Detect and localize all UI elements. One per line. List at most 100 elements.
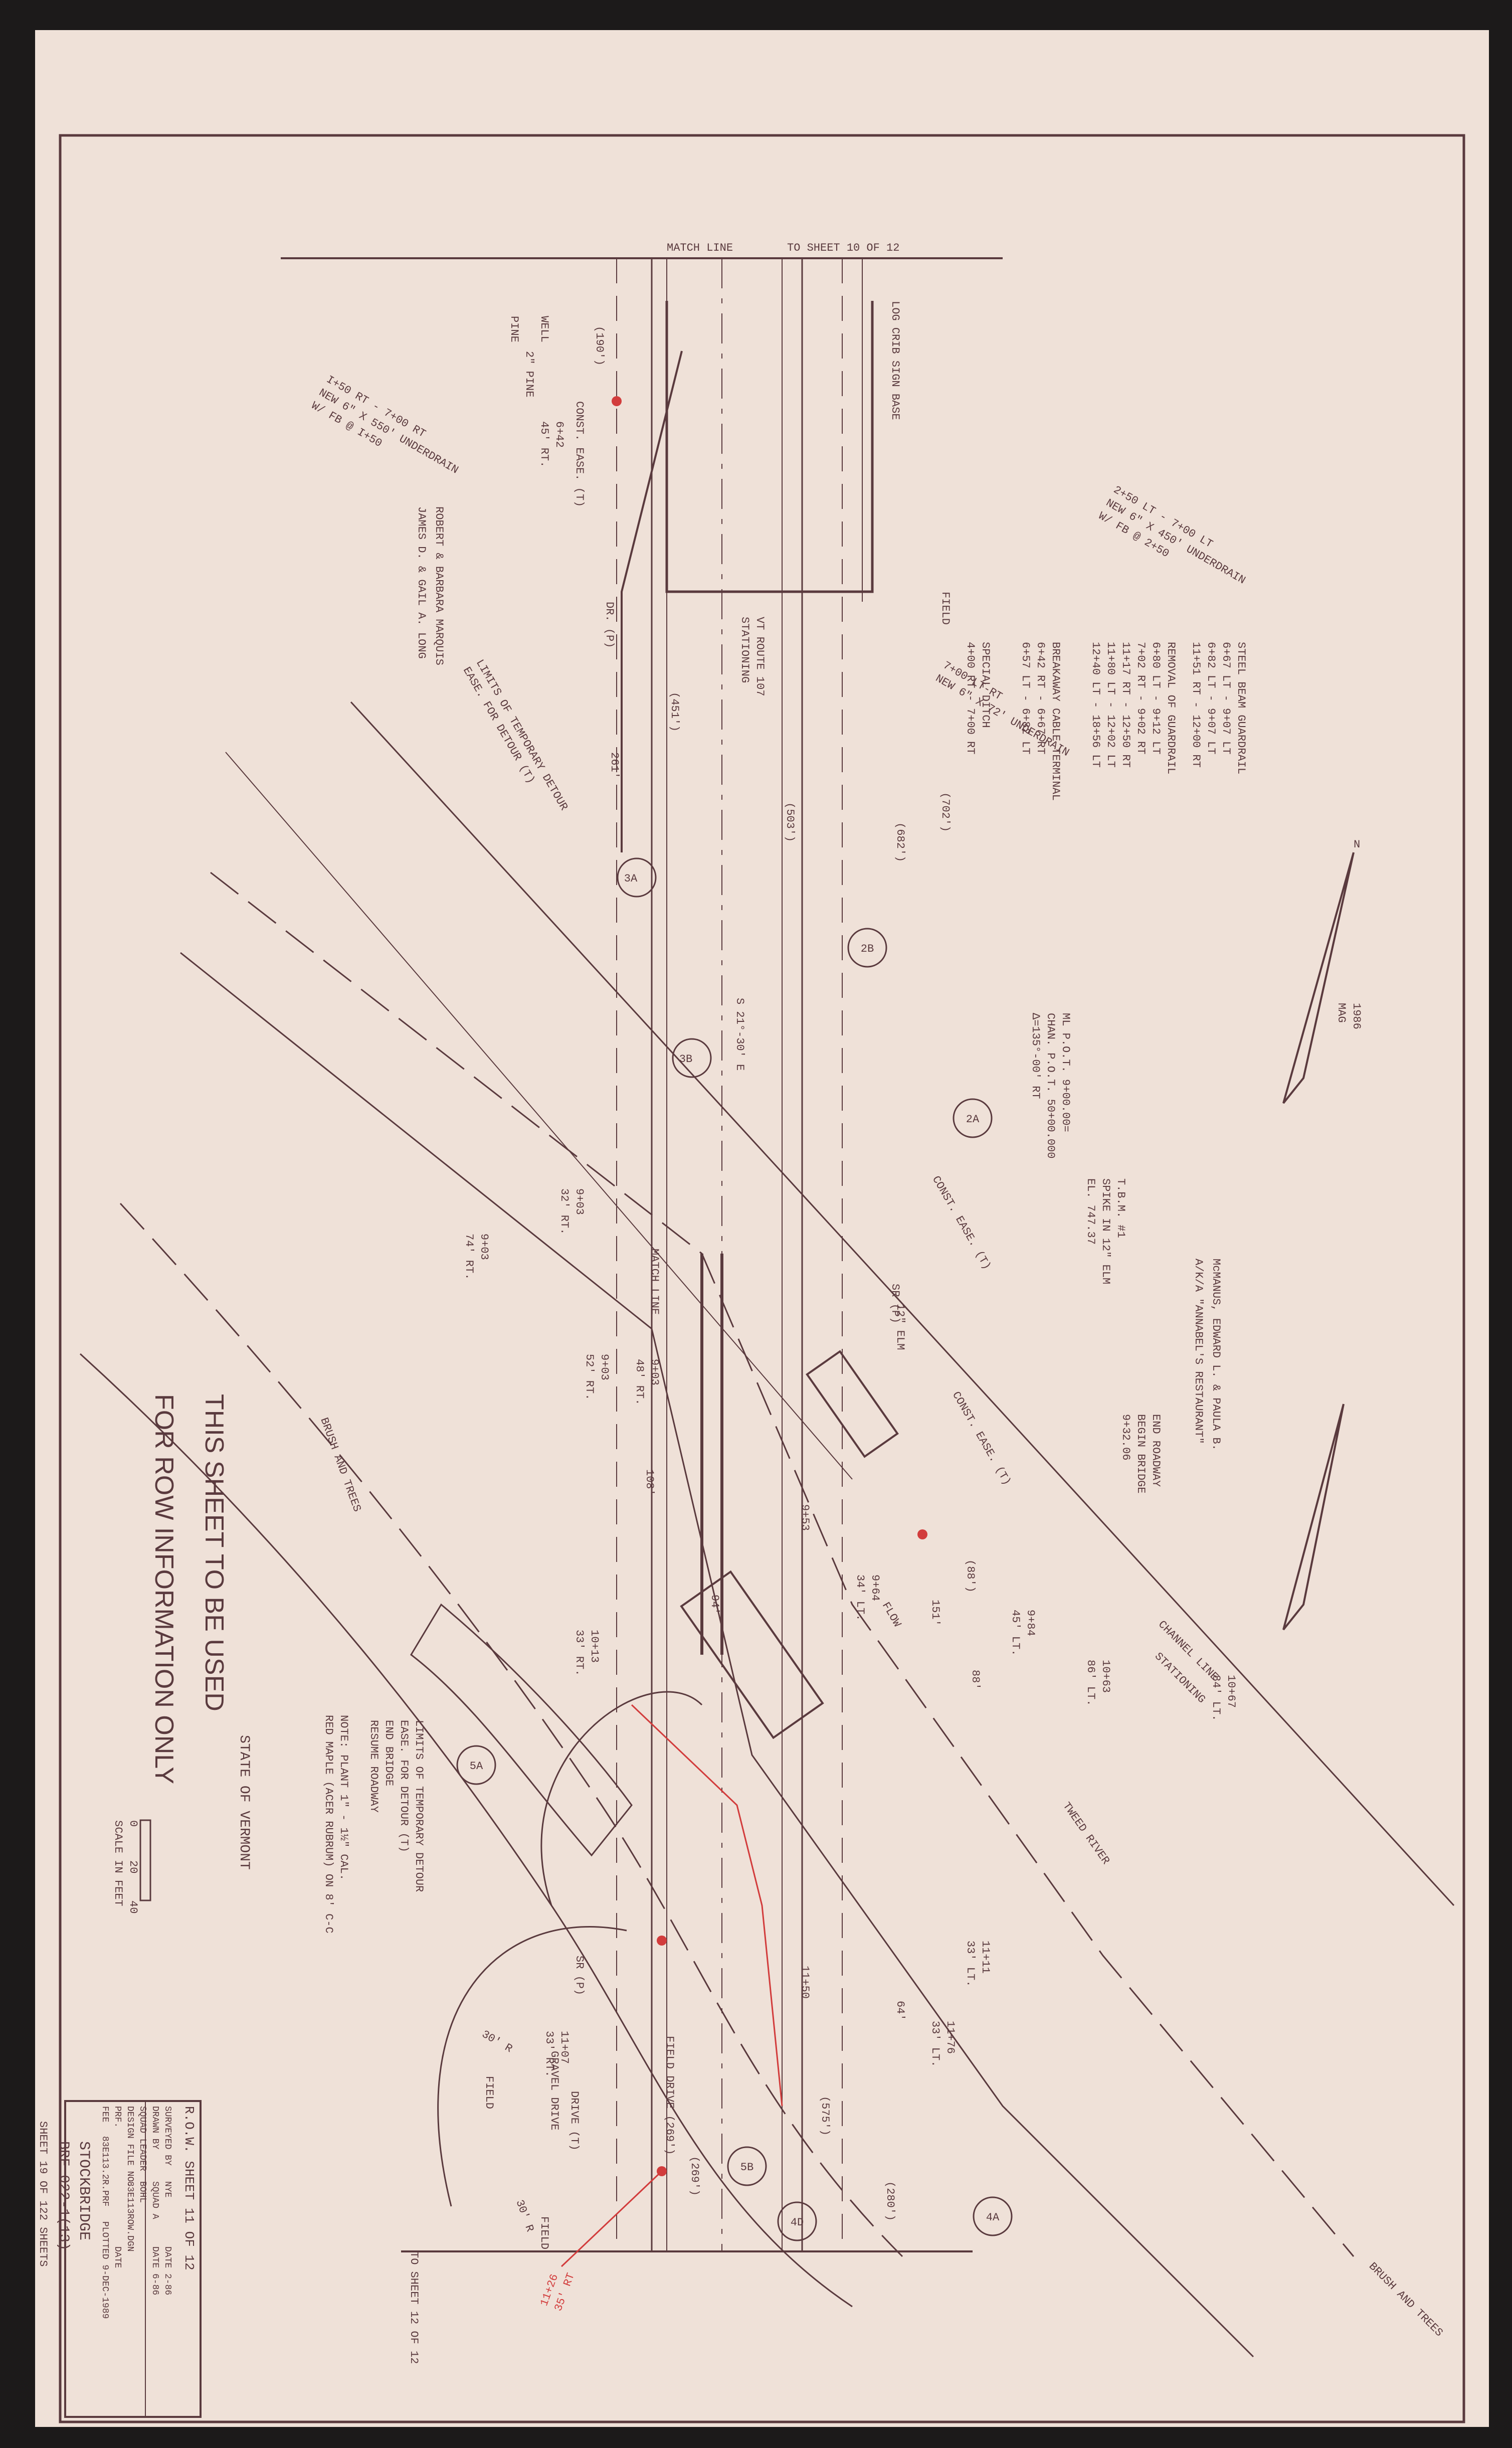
detour-label: EASE. FOR DETOUR (T) (398, 1720, 410, 1852)
distance-label: 94' (708, 1595, 721, 1615)
abutment (680, 1570, 824, 1739)
parcel-label: 3A (624, 872, 638, 885)
title-block-value: BOHL (137, 2181, 147, 2203)
parcel-4d-circle (777, 2201, 817, 2241)
title-block-value: 83E113ROW.DGN (125, 2181, 135, 2251)
bridge-end-label: END BRIDGE (383, 1720, 395, 1786)
title-block-date: DATE 6-86 (150, 2246, 160, 2295)
offset-label: 84' LT. (1210, 1675, 1222, 1721)
channel-line-2 (225, 752, 853, 1480)
station-label: 9+03 (573, 1188, 586, 1215)
river-bank-left (210, 871, 1355, 2257)
title-block-date: DATE (112, 2246, 122, 2268)
station-label: 11+50 (799, 1966, 811, 1999)
easement-label: CONST. EASE. (T) (929, 1174, 993, 1272)
river-name: TWEED RIVER (1060, 1800, 1112, 1867)
north-year-label: 1986 (1350, 1003, 1363, 1029)
easement-label: DR. (P) (603, 602, 616, 648)
easement-label: SR (P) (573, 1956, 586, 1995)
offset-label: 48' RT. (633, 1359, 646, 1405)
station-label: 9+03 (478, 1234, 490, 1260)
field-label: FIELD (538, 2216, 550, 2249)
owner-label: JAMES D. & GAIL A. LONG (415, 506, 428, 659)
station-label: 9+84 (1024, 1610, 1037, 1636)
removal-guardrail-row: 6+80 LT - 9+12 LT (1150, 642, 1162, 754)
bridge-begin-label: BEGIN BRIDGE (1135, 1414, 1147, 1493)
abutment-2 (806, 1350, 899, 1458)
owner-label: ROBERT & BARBARA MARQUIS (433, 506, 445, 665)
title-block-value: NYE (162, 2181, 172, 2197)
field-curve-2 (540, 1691, 703, 1906)
state-label: STATE OF VERMONT (236, 1735, 252, 1870)
match-line-bottom-target: TO SHEET 12 OF 12 (408, 2251, 420, 2364)
easement-label: CONST. EASE. (T) (950, 1389, 1013, 1487)
sign-base-label: LOG CRIB SIGN BASE (889, 301, 901, 420)
station-label: 9+03 (648, 1359, 661, 1385)
breakaway-row: 6+57 LT - 6+82 LT (1019, 642, 1032, 754)
parcel-label: 4D (791, 2216, 804, 2229)
parcel-label: 4A (986, 2211, 1000, 2224)
offset-label: 86' LT. (1084, 1660, 1097, 1706)
scale-tick: 40 (127, 1900, 139, 1913)
distance-label: (280') (884, 2181, 896, 2221)
property-line-p (119, 1202, 903, 2257)
removal-guardrail-row: 11+17 RT - 12+50 RT (1119, 642, 1132, 768)
easement-label: SR (P) (889, 1284, 901, 1323)
town-name: STOCKBRIDGE (75, 2141, 92, 2240)
sheet-count: SHEET 19 OF 122 SHEETS (37, 2121, 49, 2266)
parcel-3a-circle (617, 857, 657, 898)
planting-note: RED MAPLE (ACER RUBRUM) ON 8' C-C (322, 1715, 335, 1934)
title-block-field: DESIGN FILE NO. (125, 2106, 135, 2187)
offset-label: 45' LT. (1009, 1610, 1022, 1656)
tree-label: 12" ELM (894, 1304, 906, 1350)
distance-label: (88') (964, 1559, 977, 1593)
offset-label: 33' LT. (929, 2021, 941, 2067)
scale-tick: 0 (127, 1820, 139, 1827)
title-block-field: SURVEYED BY (162, 2106, 172, 2166)
special-ditch-title: SPECIAL DITCH (979, 642, 992, 728)
route-name: VT ROUTE 107 (753, 617, 766, 696)
radius-label: 30' R (513, 2198, 536, 2234)
distance-label: 151' (929, 1600, 941, 1626)
red-marker (612, 396, 622, 406)
radius-label: 30' R (480, 2028, 515, 2055)
offset-label: 34' LT. (854, 1575, 866, 1621)
field-label: FIELD (483, 2076, 495, 2109)
channel-line-label: CHANNEL LINE (1156, 1618, 1221, 1683)
north-arrow-icon-2 (1282, 1404, 1345, 1631)
parcel-label: 5A (470, 1760, 483, 1773)
pot-label: ML P.O.T. 9+00.00= (1059, 1013, 1072, 1132)
offset-label: 33' RT. (573, 1630, 586, 1676)
parcel-2b-circle (847, 928, 887, 968)
bridge-end-label: RESUME ROADWAY (367, 1720, 380, 1813)
underdrain-label: NEW 6" X 450' UNDERDRAIN (1104, 496, 1248, 587)
planting-note: NOTE: PLANT 1" - 1½" CAL. (337, 1715, 350, 1880)
title-block-value: SQUAD A (150, 2181, 160, 2219)
detour-label: LIMITS OF TEMPORARY DETOUR (473, 657, 570, 813)
red-revision-line (631, 1704, 783, 2107)
parcel-3b-circle (672, 1038, 712, 1078)
north-mag-label: MAG (1335, 1003, 1348, 1023)
guardrail-row: 6+82 LT - 9+07 LT (1205, 642, 1217, 754)
match-line-top-target: TO SHEET 10 OF 12 (787, 242, 899, 254)
drive-label: GRAVEL DRIVE (548, 2051, 560, 2130)
removal-guardrail-row: 11+80 LT - 12+02 LT (1104, 642, 1117, 768)
red-marker-3 (657, 1936, 667, 1946)
title-block-date: DATE 2-86 (162, 2246, 172, 2295)
title-block-field: PRF. (112, 2106, 122, 2128)
offset-label: 33' LT. (964, 1941, 977, 1987)
scale-bar (139, 1819, 151, 1901)
title-block-value: 83E113.2R.PRF (100, 2136, 110, 2206)
owner-label: A/K/A "ANNABEL'S RESTAURANT" (1192, 1259, 1205, 1444)
plan-sheet (35, 30, 1489, 2427)
tree-label: PINE (508, 316, 520, 342)
tree-canopy (410, 1603, 633, 1857)
special-ditch-row: 4+00 RT - 7+00 RT (964, 642, 977, 754)
station-label: 9+53 (799, 1504, 811, 1531)
property-line-l (79, 1353, 853, 2308)
guardrail-row: 6+67 LT - 9+07 LT (1220, 642, 1232, 754)
red-marker-4 (657, 2166, 667, 2176)
distance-label: 88' (969, 1670, 982, 1690)
removal-guardrail-row: 7+02 RT - 9+02 RT (1135, 642, 1147, 754)
easement-label: CONST. EASE. (T) (573, 401, 586, 507)
